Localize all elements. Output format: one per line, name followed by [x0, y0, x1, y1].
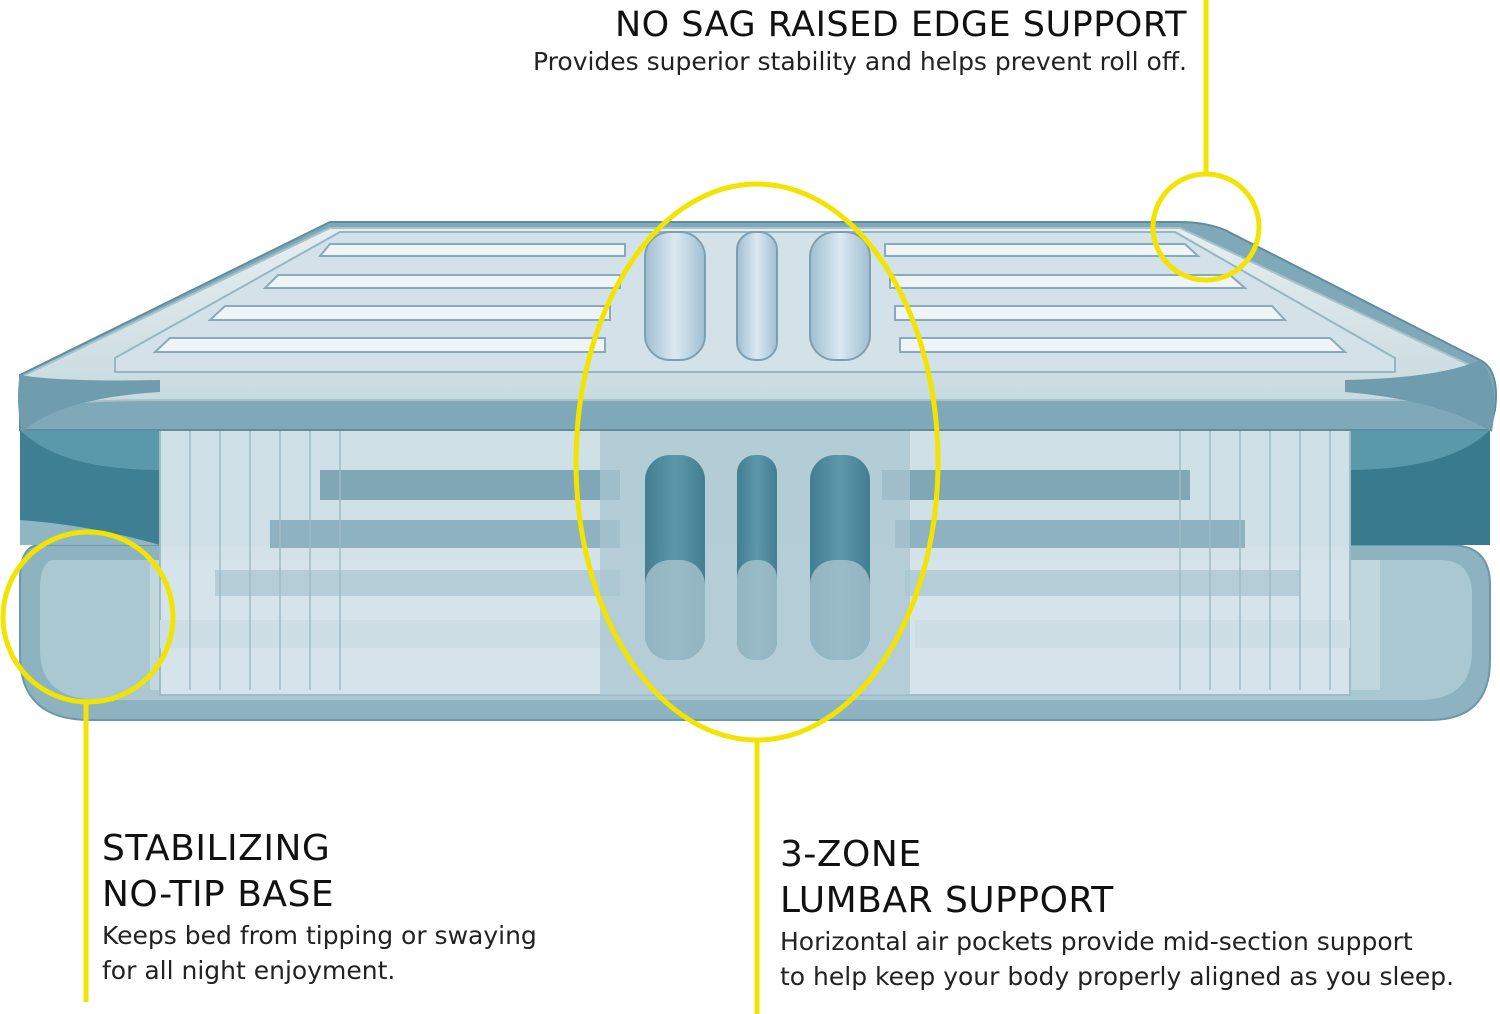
no-tip-base-callout: STABILIZING NO-TIP BASE Keeps bed from t… — [102, 826, 537, 988]
lumbar-support-title-line2: LUMBAR SUPPORT — [780, 880, 1114, 921]
lumbar-support-description-line1: Horizontal air pockets provide mid-secti… — [780, 927, 1413, 956]
edge-support-title: NO SAG RAISED EDGE SUPPORT — [614, 5, 1187, 45]
no-tip-base-description-line2: for all night enjoyment. — [102, 956, 396, 985]
no-tip-base-description-line1: Keeps bed from tipping or swaying — [102, 921, 537, 950]
lumbar-support-title-line1: 3-ZONE — [780, 834, 922, 875]
no-tip-base-title-line1: STABILIZING — [102, 828, 331, 869]
lumbar-support-description-line2: to help keep your body properly aligned … — [780, 962, 1455, 991]
highlight-markers — [0, 0, 1262, 1014]
no-tip-base-title-line2: NO-TIP BASE — [102, 874, 335, 915]
lumbar-support-callout: 3-ZONE LUMBAR SUPPORT Horizontal air poc… — [780, 832, 1454, 994]
edge-support-description: Provides superior stability and helps pr… — [533, 47, 1187, 76]
mattress-top-layer — [17, 221, 1497, 432]
edge-support-callout: NO SAG RAISED EDGE SUPPORT Provides supe… — [533, 4, 1187, 78]
